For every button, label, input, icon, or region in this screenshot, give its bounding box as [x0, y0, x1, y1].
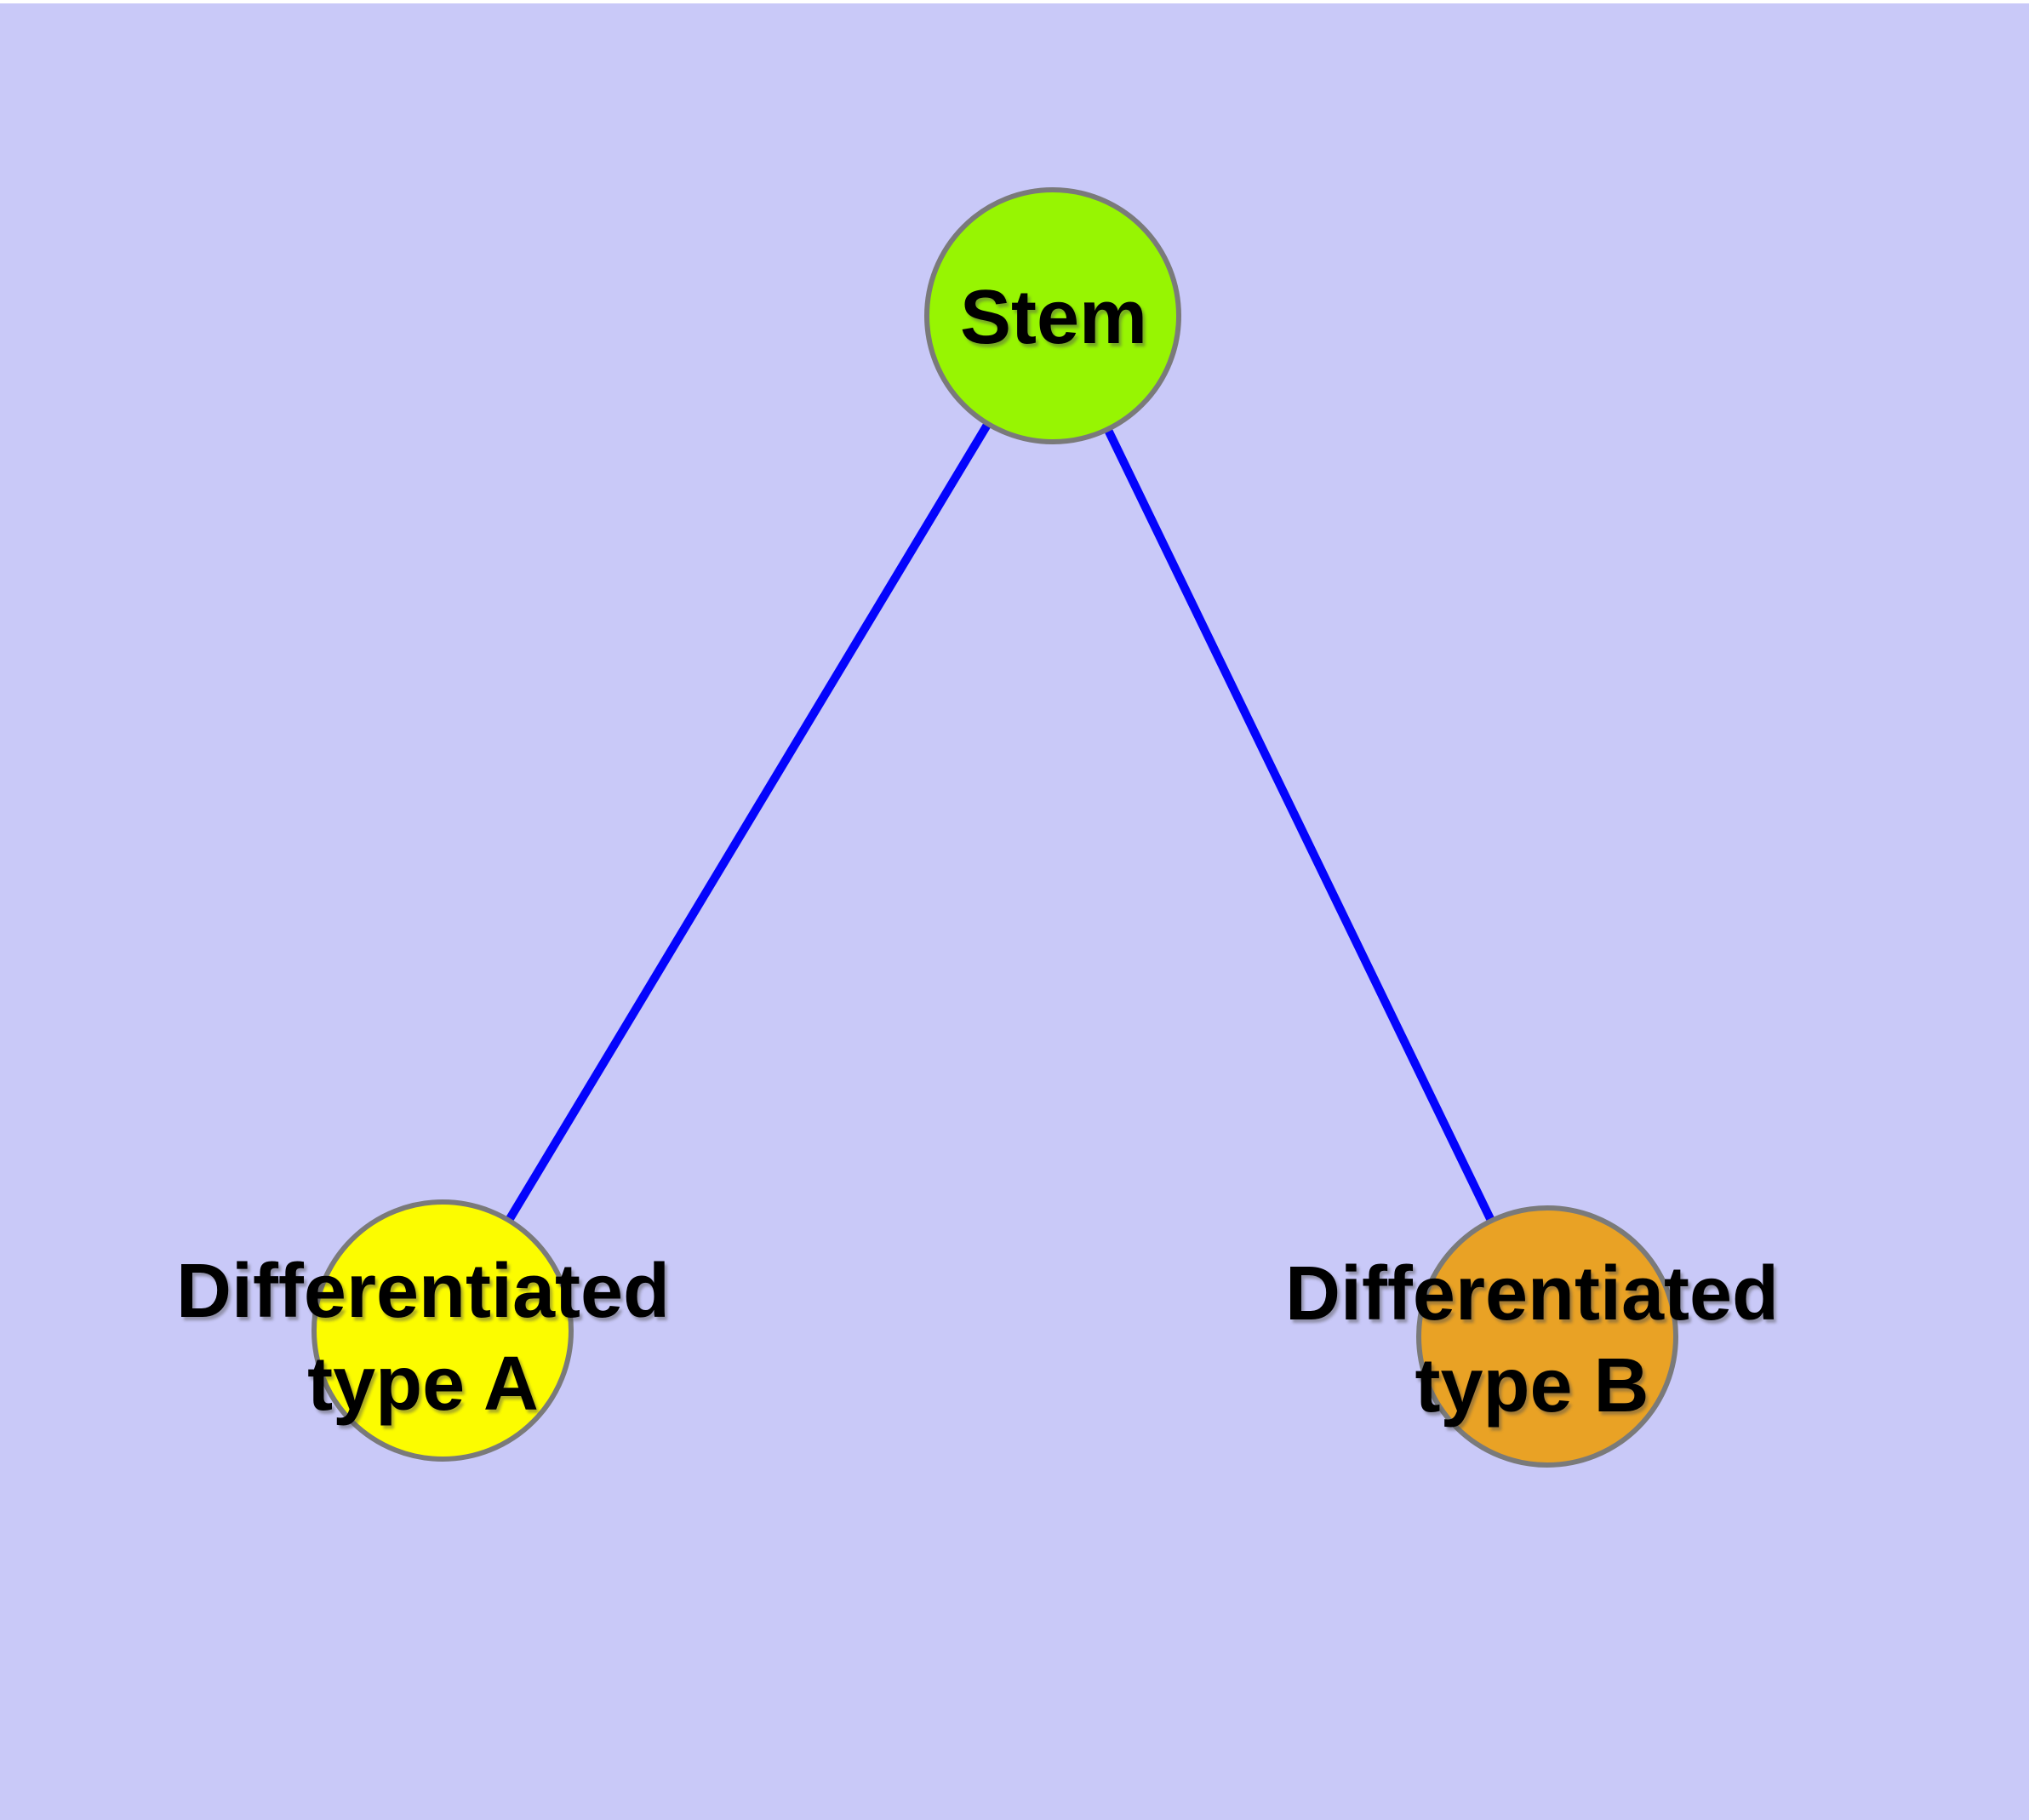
type-b-node-label-line1: Differentiated	[1285, 1251, 1779, 1336]
type-b-node-circle	[1416, 1205, 1678, 1468]
stem-node-label: Stem	[960, 275, 1147, 360]
stem-node-circle	[924, 187, 1181, 444]
top-edge-strip	[0, 0, 2029, 3]
type-a-node-circle	[311, 1199, 574, 1462]
edge-stem-to-type-b	[1049, 313, 1552, 1339]
type-a-node-label-line1: Differentiated	[176, 1249, 670, 1334]
edge-stem-to-type-a	[438, 313, 1057, 1333]
type-a-node-label-line2: type A	[307, 1342, 539, 1427]
type-b-node-label-line2: type B	[1415, 1343, 1649, 1428]
